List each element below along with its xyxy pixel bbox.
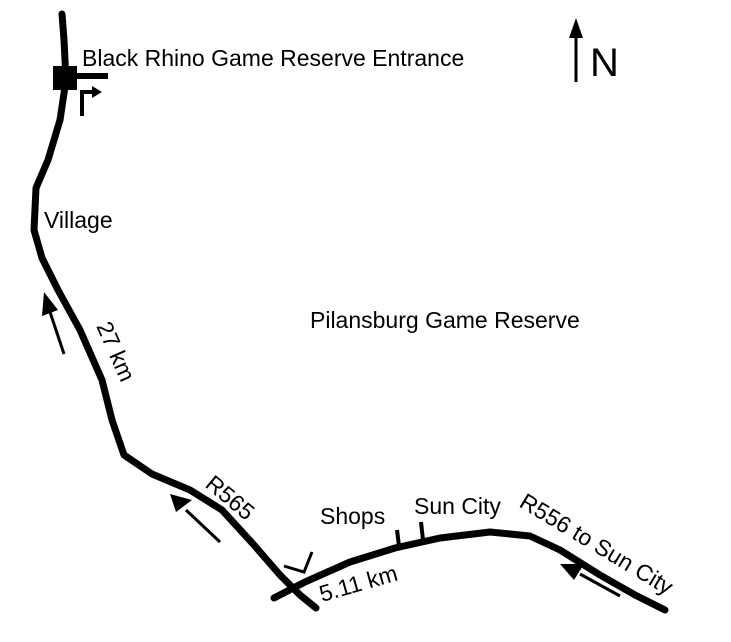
shops-label: Shops bbox=[320, 503, 385, 529]
direction-arrow-r556-icon bbox=[560, 564, 621, 598]
direction-arrow-north-icon bbox=[42, 292, 66, 355]
entrance-label: Black Rhino Game Reserve Entrance bbox=[82, 45, 464, 71]
village-label: Village bbox=[44, 207, 113, 233]
north-arrow-icon bbox=[569, 18, 583, 82]
north-label: N bbox=[590, 41, 619, 85]
sun-city-tick bbox=[419, 521, 425, 541]
entrance-marker bbox=[53, 66, 108, 90]
direction-arrow-r565-icon bbox=[170, 494, 222, 544]
shops-tick bbox=[395, 529, 401, 547]
turn-right-arrowhead bbox=[92, 86, 102, 98]
distance-short-label: 5.11 km bbox=[316, 560, 400, 607]
road-r556 bbox=[270, 528, 669, 614]
reserve-label: Pilansburg Game Reserve bbox=[310, 307, 580, 333]
junction-turn-icon bbox=[283, 551, 314, 574]
road-r565 bbox=[30, 10, 320, 612]
sun-city-label: Sun City bbox=[414, 493, 501, 519]
turn-right-icon bbox=[80, 90, 94, 116]
